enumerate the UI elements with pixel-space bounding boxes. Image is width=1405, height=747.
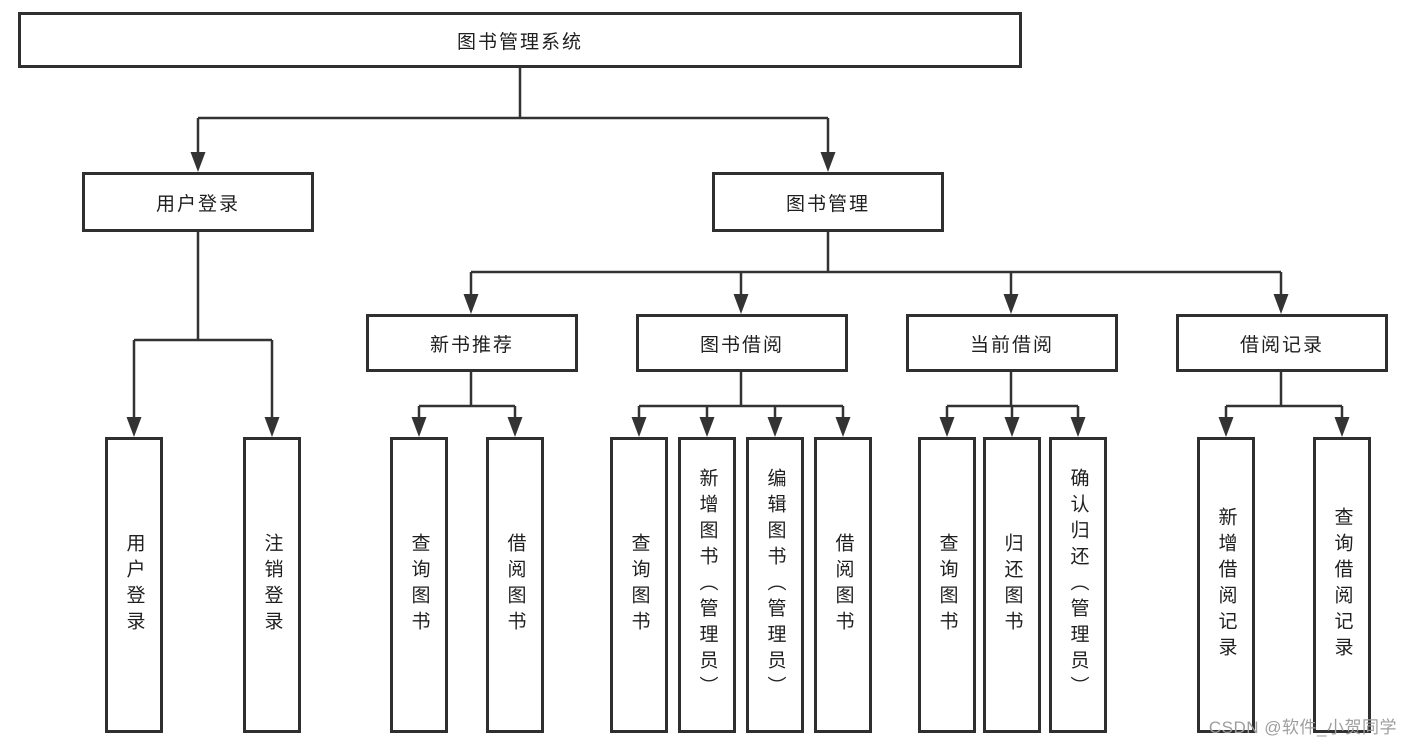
node-library-management-system: 图书管理系统	[18, 12, 1022, 68]
node-leaf-borrow-books: 借阅图书	[486, 437, 544, 733]
csdn-watermark: CSDN @软件_小贺同学	[1208, 718, 1397, 737]
node-leaf-add-borrow-record: 新增借阅记录	[1197, 437, 1255, 733]
node-leaf-add-books-admin: 新增图书（管理员）	[678, 437, 736, 733]
node-leaf-query-books: 查询图书	[610, 437, 668, 733]
node-label: 编辑图书（管理员）	[764, 468, 786, 702]
node-current-borrowing: 当前借阅	[906, 314, 1118, 372]
node-leaf-query-books: 查询图书	[918, 437, 976, 733]
connector-book-mgmt-to-level3	[463, 232, 1289, 314]
node-label: 图书管理系统	[456, 31, 583, 53]
node-label: 新增借阅记录	[1215, 507, 1237, 663]
node-label: 归还图书	[1001, 533, 1023, 637]
node-label: 新书推荐	[429, 334, 514, 356]
node-leaf-edit-books-admin: 编辑图书（管理员）	[746, 437, 804, 733]
node-leaf-borrow-books: 借阅图书	[814, 437, 872, 733]
node-leaf-user-login: 用户登录	[105, 437, 163, 733]
node-label: 确认归还（管理员）	[1067, 468, 1089, 702]
connector-borrow-record-children	[1218, 372, 1350, 437]
node-label: 借阅记录	[1239, 334, 1324, 356]
connector-user-login-children	[126, 232, 280, 437]
node-leaf-query-borrow-record: 查询借阅记录	[1313, 437, 1371, 733]
node-user-login: 用户登录	[82, 172, 314, 232]
connector-book-borrow-children	[631, 372, 851, 437]
node-new-book-recommend: 新书推荐	[366, 314, 578, 372]
node-label: 新增图书（管理员）	[696, 468, 718, 702]
node-book-management: 图书管理	[712, 172, 944, 232]
node-label: 图书管理	[785, 193, 870, 215]
connector-current-borrow-children	[939, 372, 1086, 437]
node-leaf-logout: 注销登录	[243, 437, 301, 733]
node-label: 图书借阅	[699, 334, 784, 356]
node-label: 用户登录	[155, 193, 240, 215]
node-label: 查询图书	[408, 533, 430, 637]
node-label: 用户登录	[123, 533, 145, 637]
connector-new-book-rec-children	[411, 372, 523, 437]
node-leaf-return-books: 归还图书	[983, 437, 1041, 733]
node-label: 注销登录	[261, 533, 283, 637]
node-label: 查询图书	[936, 533, 958, 637]
node-label: 借阅图书	[832, 533, 854, 637]
node-borrow-records: 借阅记录	[1176, 314, 1388, 372]
node-label: 查询图书	[628, 533, 650, 637]
node-book-borrowing: 图书借阅	[636, 314, 848, 372]
connector-root-to-level2	[190, 68, 836, 172]
node-label: 查询借阅记录	[1331, 507, 1353, 663]
node-leaf-confirm-return-admin: 确认归还（管理员）	[1049, 437, 1107, 733]
node-label: 当前借阅	[969, 334, 1054, 356]
node-label: 借阅图书	[504, 533, 526, 637]
node-leaf-query-books: 查询图书	[390, 437, 448, 733]
